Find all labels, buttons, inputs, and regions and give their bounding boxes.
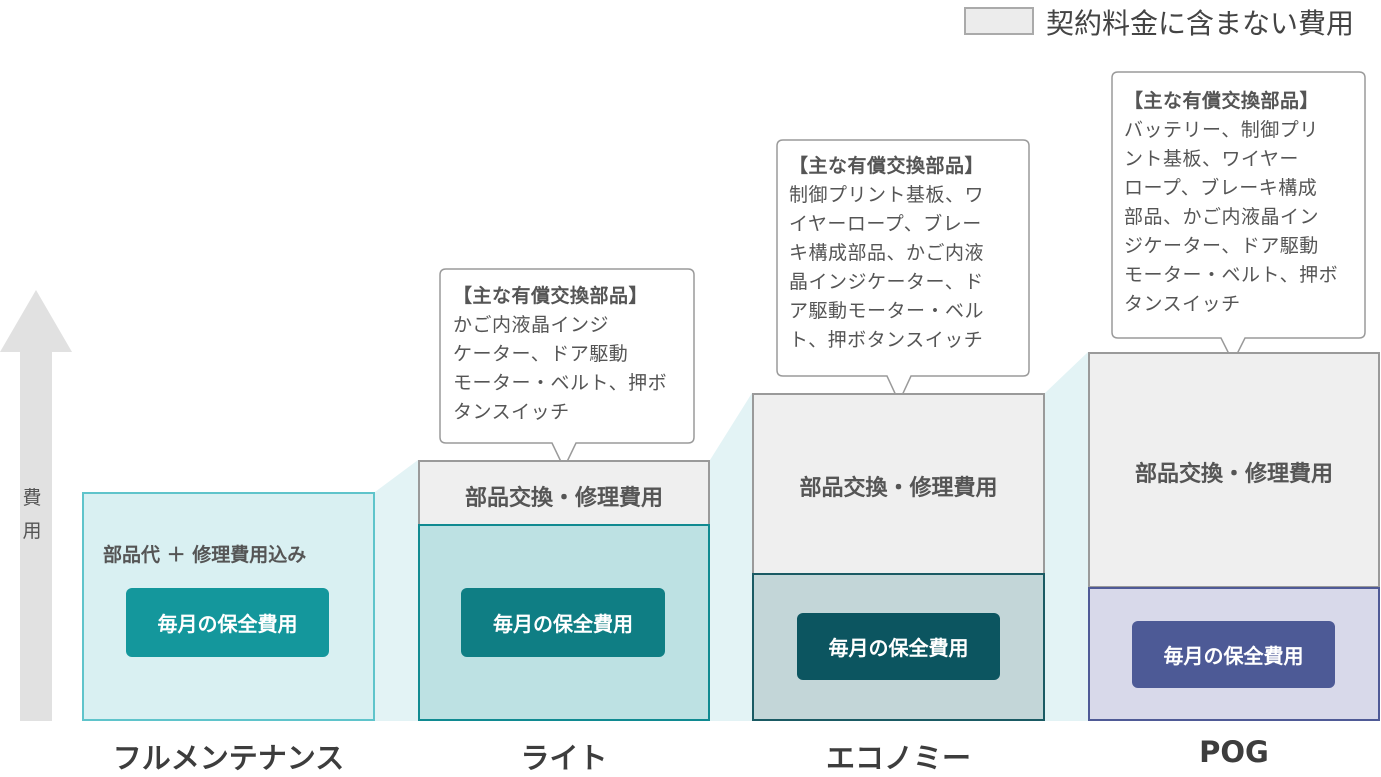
pog-monthly-pill: 毎月の保全費用: [1132, 621, 1335, 688]
lite-parts-note-line: かご内液晶インジ: [453, 314, 610, 336]
full-maintenance-monthly-pill: 毎月の保全費用: [126, 588, 329, 657]
callout-shape-lite: [439, 268, 695, 470]
axis-label-char-2: 用: [22, 520, 42, 542]
legend-label: 契約料金に含まない費用: [1046, 7, 1355, 40]
economy-monthly-pill: 毎月の保全費用: [797, 613, 1000, 680]
lite-parts-note-line: ケーター、ドア駆動: [453, 343, 629, 365]
pog-parts-note-line: モーター・ベルト、押ボ: [1124, 264, 1339, 286]
economy-fee-label: 部品交換・修理費用: [799, 476, 998, 501]
callout-shape-economy: [776, 139, 1030, 404]
pog-parts-note-line: ント基板、ワイヤー: [1124, 148, 1299, 170]
pog-parts-note-line: バッテリー、制御プリ: [1124, 119, 1319, 141]
economy-parts-note-line: 晶インジケーター、ド: [789, 271, 984, 293]
economy-parts-note-line: イヤーロープ、ブレー: [789, 213, 982, 235]
callout-shape-pog: [1111, 71, 1366, 364]
lite-excluded-cost-box: [418, 460, 710, 526]
economy-excluded-cost-box: [752, 393, 1045, 576]
pog-parts-note-line: タンスイッチ: [1124, 293, 1241, 315]
lite-parts-note-line: モーター・ベルト、押ボ: [453, 372, 668, 394]
economy-parts-note-line: キ構成部品、かご内液: [789, 242, 985, 264]
plan-name-full-maintenance: フルメンテナンス: [112, 741, 345, 775]
lite-monthly-pill: 毎月の保全費用: [461, 588, 665, 657]
plan-name-pog: POG: [1199, 735, 1269, 769]
lite-parts-note-line: タンスイッチ: [453, 401, 570, 423]
economy-parts-note-heading: 【主な有償交換部品】: [789, 155, 985, 177]
pog-excluded-cost-box: [1088, 352, 1380, 588]
lite-parts-note: 【主な有償交換部品】 かご内液晶インジ ケーター、ドア駆動 モーター・ベルト、押…: [453, 282, 688, 427]
pog-parts-note-line: 部品、かご内液晶イン: [1124, 206, 1320, 228]
economy-parts-note: 【主な有償交換部品】 制御プリント基板、ワ イヤーロープ、ブレー キ構成部品、か…: [789, 152, 1025, 355]
pog-parts-note: 【主な有償交換部品】 バッテリー、制御プリ ント基板、ワイヤー ロープ、ブレーキ…: [1124, 87, 1362, 319]
pog-fee-label: 部品交換・修理費用: [1134, 462, 1333, 487]
lite-fee-label: 部品交換・修理費用: [464, 486, 663, 511]
axis-label-char-1: 費: [22, 487, 42, 509]
legend-swatch: [964, 7, 1034, 35]
plan-name-lite: ライト: [520, 741, 608, 775]
plan-name-economy: エコノミー: [825, 741, 971, 775]
lite-parts-note-heading: 【主な有償交換部品】: [453, 285, 649, 307]
economy-parts-note-line: ア駆動モーター・ベル: [789, 300, 985, 322]
pog-parts-note-heading: 【主な有償交換部品】: [1124, 90, 1320, 112]
cost-axis-arrow: [0, 290, 72, 721]
pog-parts-note-line: ジケーター、ドア駆動: [1124, 235, 1319, 257]
pog-parts-note-line: ロープ、ブレーキ構成: [1124, 177, 1318, 199]
economy-parts-note-line: ト、押ボタンスイッチ: [789, 329, 984, 351]
full-maintenance-included-label: 部品代 ＋ 修理費用込み: [103, 544, 307, 566]
economy-parts-note-line: 制御プリント基板、ワ: [789, 184, 985, 206]
